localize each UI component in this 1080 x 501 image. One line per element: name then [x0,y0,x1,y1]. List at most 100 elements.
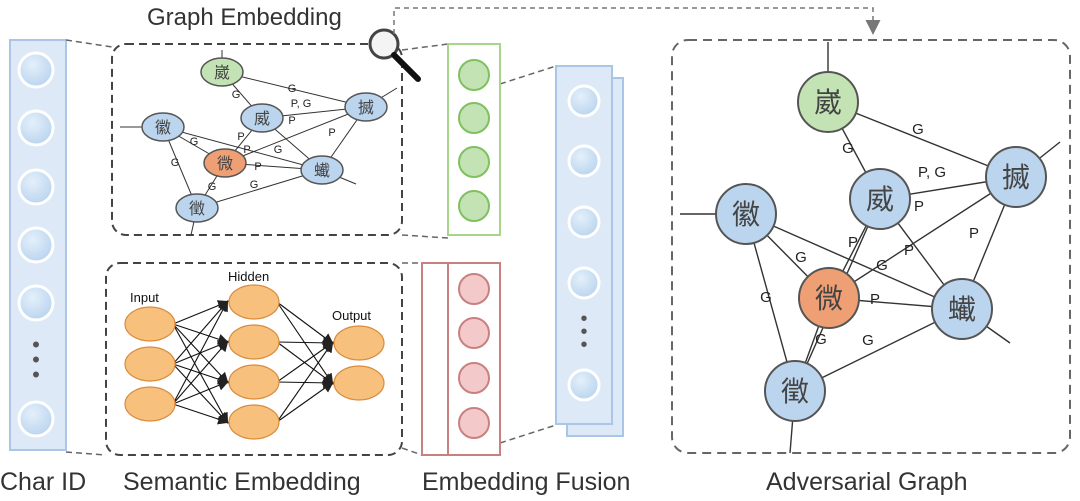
embedding-fusion-vector: • • • [555,65,624,437]
nn-node [228,284,280,320]
nn-output-label: Output [332,308,371,323]
graph-node-char: 威 [866,183,894,216]
graph-edge-label: G [876,257,888,274]
caption-fusion: Embedding Fusion [422,468,630,496]
nn-edge [172,300,229,365]
graph-edge-label: P [328,127,335,139]
graph-edge-label: G [912,121,924,138]
char-id-node [17,284,55,322]
nn-edge [276,341,334,423]
graph-node-n7 [764,360,826,422]
graph-embedding-vector [447,43,501,236]
graph-edge-label: P, G [918,164,946,181]
semantic-embedding-node [458,273,490,305]
nn-node [228,404,280,440]
semantic-embedding-node [458,317,490,349]
graph-node-n2 [849,168,911,230]
graph-edge-label: P [288,115,295,127]
graph-embedding-node [458,59,490,91]
caption-adversarial: Adversarial Graph [766,468,967,496]
nn-hidden-label: Hidden [228,269,269,284]
graph-edge-label: G [795,249,807,266]
char-id-ellipsis: • [32,332,40,357]
char-id-node [17,109,55,147]
semantic-embedding-vector [421,262,501,456]
graph-node-char: 崴 [214,63,230,82]
graph-node-char: 威 [254,109,270,128]
graph-node-n1 [200,57,244,87]
nn-node [333,325,385,361]
graph-node-char: 徽 [155,118,171,137]
graph-edge-label: P [870,291,880,308]
semantic-embedding-node [458,407,490,439]
graph-node-n3 [985,146,1047,208]
graph-edge-label: P [237,131,244,143]
graph-edge-label: G [274,144,283,156]
graph-node-char: 徽 [732,198,760,231]
graph-node-n1 [797,71,859,133]
graph-node-char: 蠘 [314,161,330,180]
nn-edge [172,380,230,405]
char-id-node [17,168,55,206]
fusion-ellipsis-3: • [580,334,587,356]
nn-node [228,324,280,360]
char-id-node [17,226,55,264]
graph-edge [827,101,1017,178]
semantic-embedding-node [458,362,490,394]
graph-node-char: 微 [815,282,843,315]
graph-node-char: 搣 [358,98,374,117]
graph-node-n7 [175,193,219,223]
graph-edge-label: G [171,157,180,169]
nn-node [124,386,176,422]
char-id-ellipsis-3: • [32,362,40,387]
caption-semantic: Semantic Embedding [123,468,361,496]
graph-node-n5 [798,267,860,329]
graph-edge [745,213,963,310]
nn-edge [172,300,229,405]
graph-edge-label: P [243,144,250,156]
fusion-node [567,144,601,178]
nn-edge [172,340,229,405]
graph-node-n5 [203,148,247,178]
graph-node-char: 蠘 [948,293,976,326]
graph-embedding-title: Graph Embedding [147,4,342,31]
graph-edge-label: P [254,161,261,173]
graph-edge [221,71,367,108]
nn-node [124,306,176,342]
char-id-column: • • • [9,39,67,451]
graph-edge-label: G [190,136,199,148]
graph-embedding-node [458,146,490,178]
graph-edge-label: G [250,179,259,191]
graph-node-char: 徵 [189,199,205,218]
fusion-node [567,368,601,402]
graph-node-n2 [240,103,284,133]
graph-edge-label: P, G [291,98,312,110]
graph-node-n6 [931,278,993,340]
nn-edge [172,403,230,425]
graph-edge-label: G [815,331,827,348]
graph-edge [828,176,1017,299]
nn-node [333,365,385,401]
graph-embedding-node [458,190,490,222]
graph-edge-label: G [760,289,772,306]
graph-edge [794,308,963,392]
semantic-embedding-box: Input Hidden Output [105,262,403,456]
nn-input-label: Input [130,290,159,305]
nn-edge [276,381,334,423]
graph-edge [196,169,323,209]
char-id-ellipsis-2: • [32,347,40,372]
graph-node-char: 崴 [814,86,842,119]
graph-edge-label: G [862,332,874,349]
graph-node-n6 [300,155,344,185]
graph-node-char: 微 [217,154,233,173]
graph-edge-label: P [914,198,924,215]
char-id-node [17,400,55,438]
graph-edge-label: G [288,83,297,95]
magnifier-icon [368,28,421,82]
nn-node [124,346,176,382]
caption-char-id: Char ID [0,468,86,496]
graph-edge [224,106,367,164]
nn-edge [276,301,334,345]
